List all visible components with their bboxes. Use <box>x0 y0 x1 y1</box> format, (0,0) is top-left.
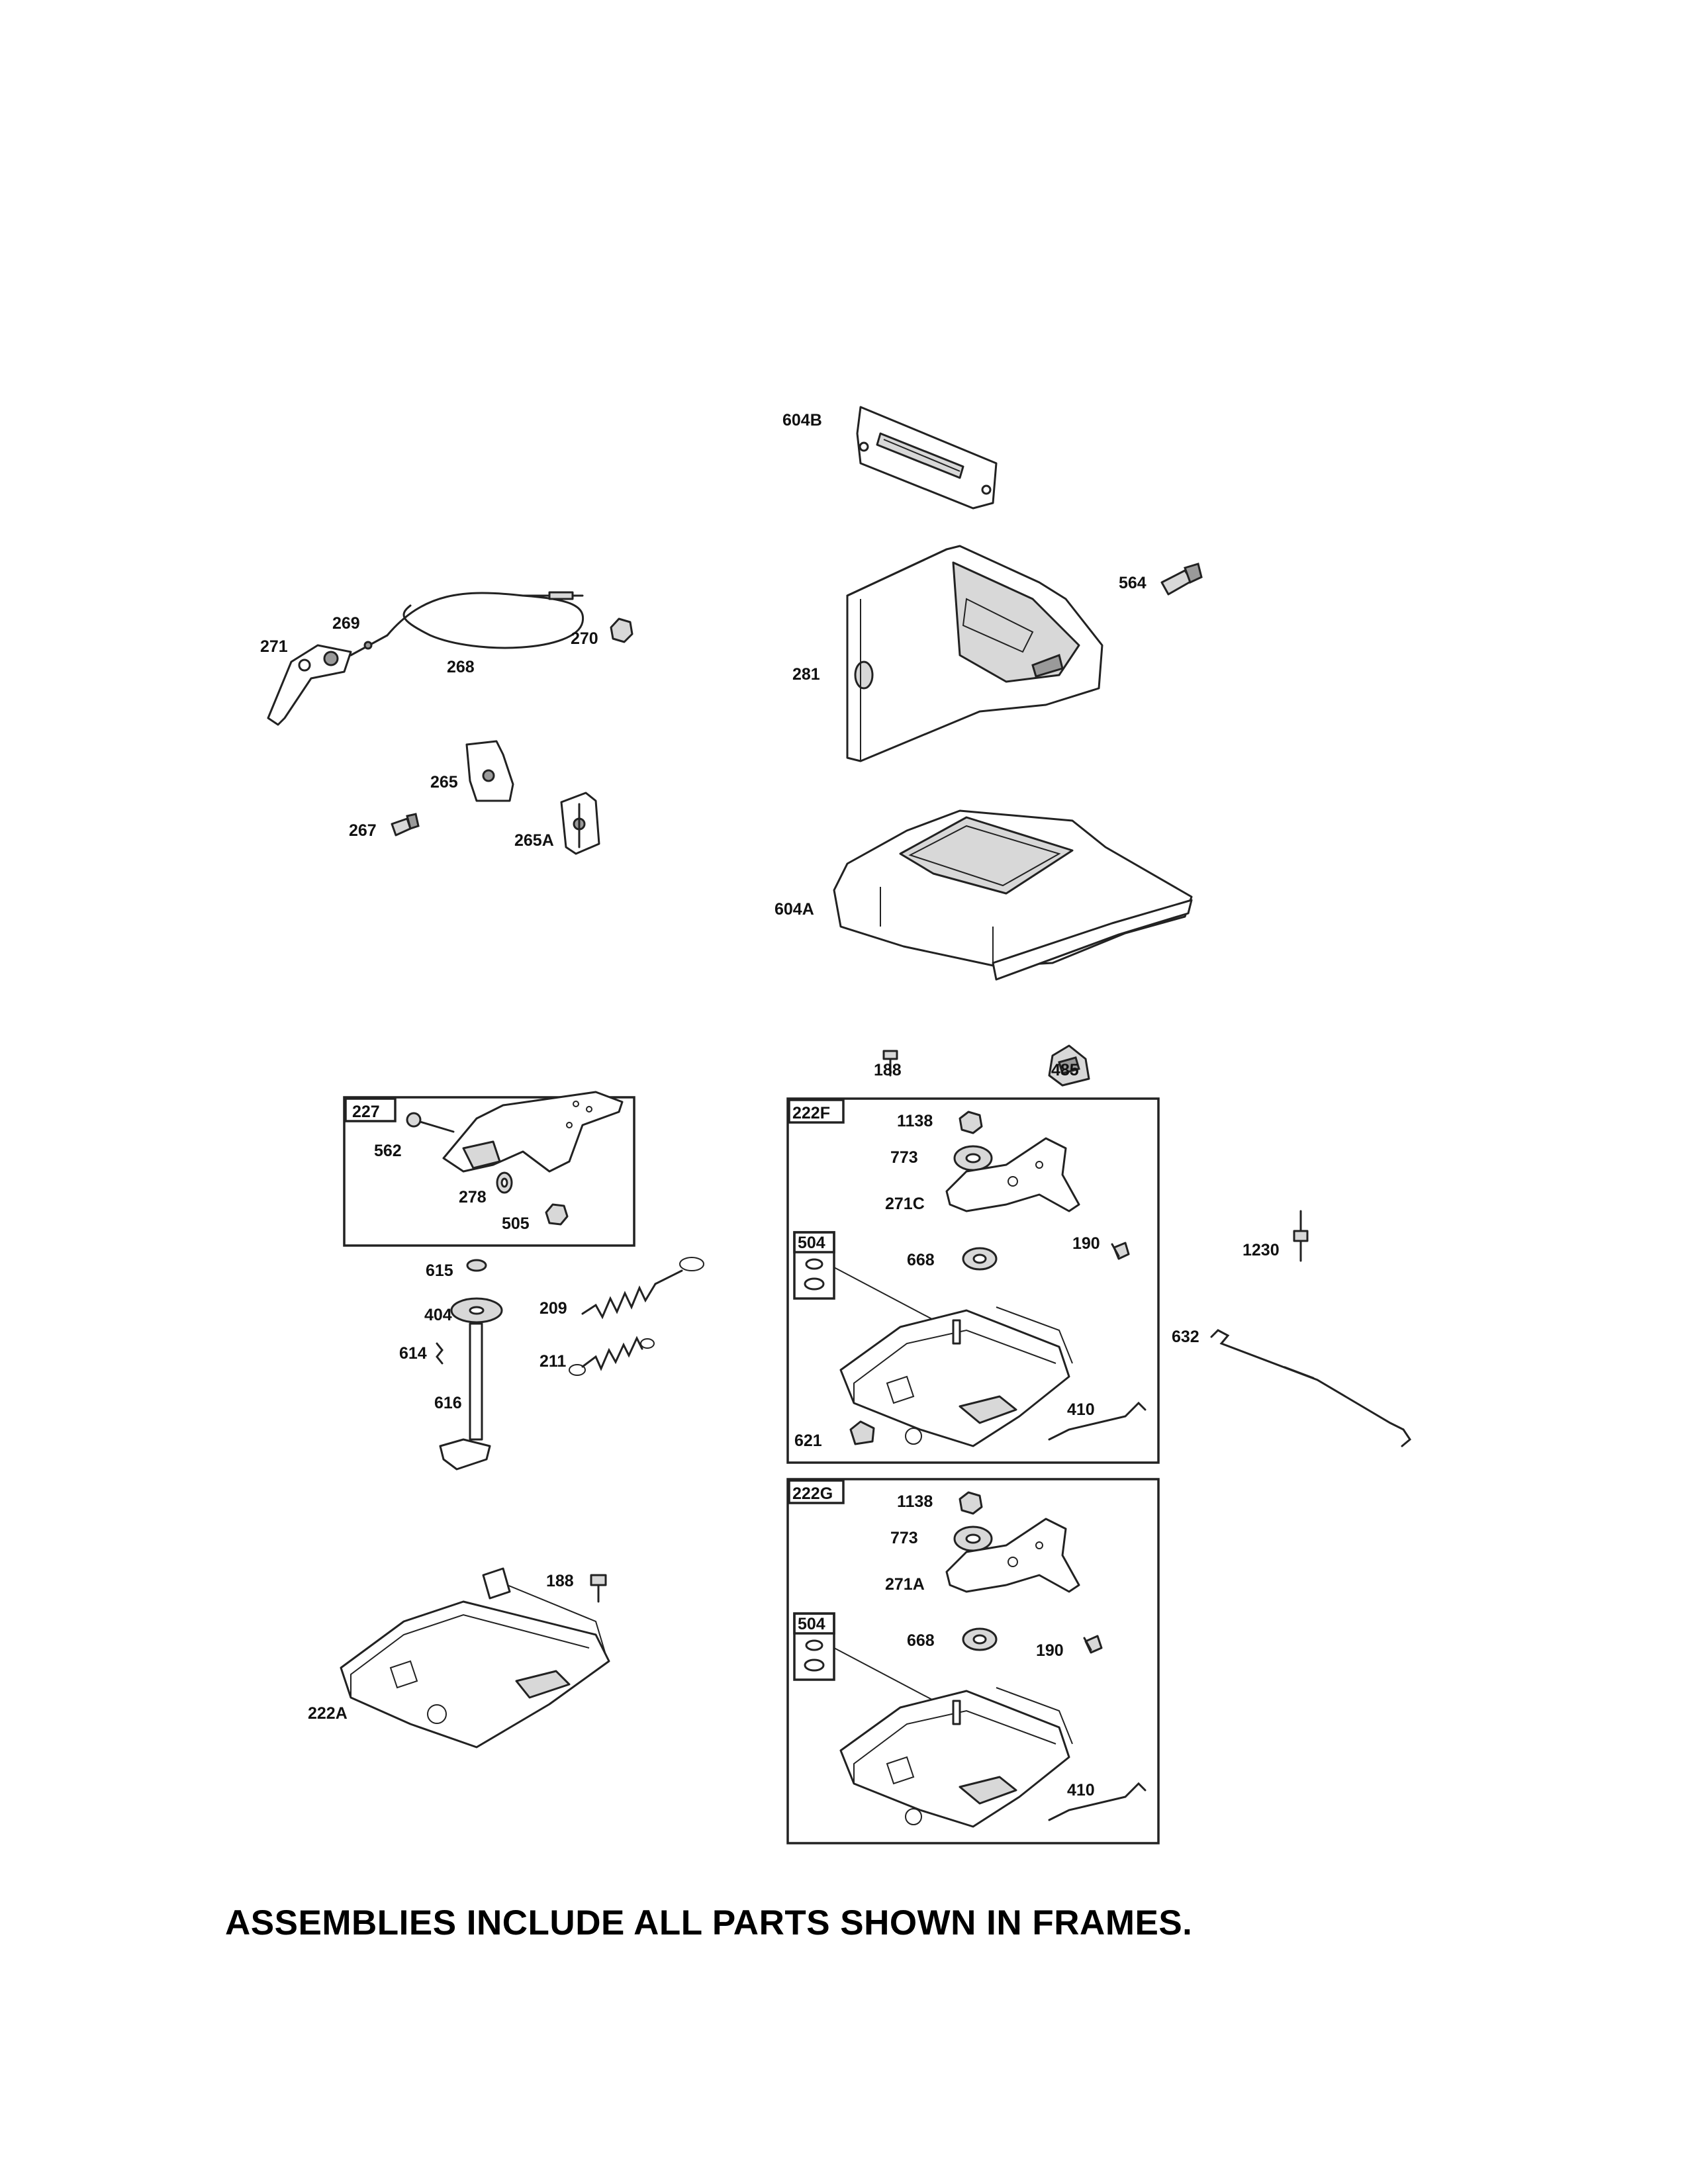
label-410-b: 410 <box>1067 1781 1095 1799</box>
label-621: 621 <box>794 1432 822 1450</box>
label-222a: 222A <box>308 1704 348 1723</box>
label-773-b: 773 <box>890 1529 918 1547</box>
part-269-fitting <box>350 634 389 657</box>
part-267-screw <box>391 813 420 837</box>
label-404: 404 <box>424 1306 452 1324</box>
label-668-b: 668 <box>907 1631 935 1650</box>
frame-222g-tag: 222G <box>792 1484 833 1503</box>
part-773-washer-a <box>953 1145 993 1171</box>
part-211-spring <box>569 1336 655 1376</box>
label-1230: 1230 <box>1243 1241 1280 1259</box>
part-504-washers-b <box>804 1639 825 1672</box>
part-281-shroud <box>846 545 1103 762</box>
part-188-bolt-top <box>882 1050 898 1077</box>
part-190-screw-b <box>1083 1635 1103 1654</box>
part-271a-lever <box>945 1518 1080 1593</box>
frame-222g <box>786 1478 1160 1844</box>
label-271a: 271A <box>885 1575 925 1594</box>
part-410-link-b <box>1048 1782 1147 1821</box>
label-278: 278 <box>459 1188 487 1206</box>
label-615: 615 <box>426 1261 453 1280</box>
part-562-screw <box>406 1112 455 1133</box>
part-278-washer <box>496 1171 513 1194</box>
part-222g-base <box>839 1687 1073 1828</box>
part-1138-nut-b <box>959 1491 983 1515</box>
part-268-cable <box>386 591 585 649</box>
label-190-a: 190 <box>1072 1234 1100 1253</box>
part-227-lever <box>442 1091 624 1173</box>
part-271c-lever <box>945 1137 1080 1212</box>
label-265a: 265A <box>514 831 554 850</box>
label-616: 616 <box>434 1394 462 1412</box>
part-485-clip <box>1048 1044 1090 1087</box>
frame-222f <box>786 1097 1160 1464</box>
label-773-a: 773 <box>890 1148 918 1167</box>
part-265-bracket <box>465 740 514 802</box>
part-265a-bracket <box>560 792 600 855</box>
footer-note: ASSEMBLIES INCLUDE ALL PARTS SHOWN IN FR… <box>225 1903 1193 1942</box>
part-222f-base <box>839 1306 1073 1447</box>
part-188-bolt-bottom <box>590 1574 607 1603</box>
part-222a-base <box>340 1567 610 1749</box>
label-281: 281 <box>792 665 820 684</box>
label-632: 632 <box>1172 1328 1199 1346</box>
part-668-washer-a <box>962 1247 998 1271</box>
label-209: 209 <box>539 1299 567 1318</box>
frame-222f-tag: 222F <box>792 1104 830 1122</box>
label-410-a: 410 <box>1067 1400 1095 1419</box>
frame-504-a-tag: 504 <box>798 1234 825 1252</box>
part-616-shaft <box>439 1322 491 1471</box>
part-621-clip <box>849 1420 875 1445</box>
frame-227-tag: 227 <box>352 1103 380 1121</box>
part-270-nut <box>610 617 633 643</box>
part-604b-shield <box>856 406 998 510</box>
label-270: 270 <box>571 629 598 648</box>
part-668-washer-b <box>962 1627 998 1651</box>
part-190-screw-a <box>1111 1242 1130 1260</box>
frame-222g-tag-box <box>788 1479 845 1504</box>
part-632-rod <box>1210 1329 1411 1447</box>
part-614-pin <box>436 1342 444 1365</box>
label-1138-a: 1138 <box>897 1112 933 1130</box>
frame-227-tag-box <box>344 1097 397 1122</box>
part-504-washers-a <box>804 1258 825 1291</box>
part-1230-stud <box>1293 1210 1309 1262</box>
label-505: 505 <box>502 1214 530 1233</box>
frame-504-b-tag-box <box>793 1612 835 1635</box>
frame-504-b-tag: 504 <box>798 1615 825 1633</box>
part-1138-nut-a <box>959 1111 983 1134</box>
frame-222f-tag-box <box>788 1099 845 1124</box>
label-604a: 604A <box>774 900 814 919</box>
label-614: 614 <box>399 1344 427 1363</box>
label-268: 268 <box>447 658 475 676</box>
part-404-washer <box>450 1297 503 1324</box>
label-188-top: 188 <box>874 1061 902 1079</box>
label-267: 267 <box>349 821 377 840</box>
label-485: 485 <box>1051 1061 1079 1079</box>
label-271: 271 <box>260 637 288 656</box>
part-773-washer-b <box>953 1525 993 1552</box>
frame-227 <box>343 1096 635 1247</box>
part-615-clip <box>466 1259 487 1272</box>
label-271c: 271C <box>885 1195 925 1213</box>
label-668-a: 668 <box>907 1251 935 1269</box>
part-604a-housing <box>833 809 1193 981</box>
part-209-spring <box>581 1257 704 1320</box>
label-564: 564 <box>1119 574 1147 592</box>
label-269: 269 <box>332 614 360 633</box>
label-604b: 604B <box>782 411 822 430</box>
label-562: 562 <box>374 1142 402 1160</box>
label-188-bottom: 188 <box>546 1572 574 1590</box>
label-211: 211 <box>539 1352 566 1371</box>
label-1138-b: 1138 <box>897 1492 933 1511</box>
part-564-bolt <box>1160 563 1203 596</box>
label-190-b: 190 <box>1036 1641 1064 1660</box>
part-505-nut <box>545 1203 569 1226</box>
part-271-lever <box>267 644 352 726</box>
label-265: 265 <box>430 773 458 792</box>
frame-504-a-tag-box <box>793 1231 835 1253</box>
part-410-link-a <box>1048 1401 1147 1441</box>
